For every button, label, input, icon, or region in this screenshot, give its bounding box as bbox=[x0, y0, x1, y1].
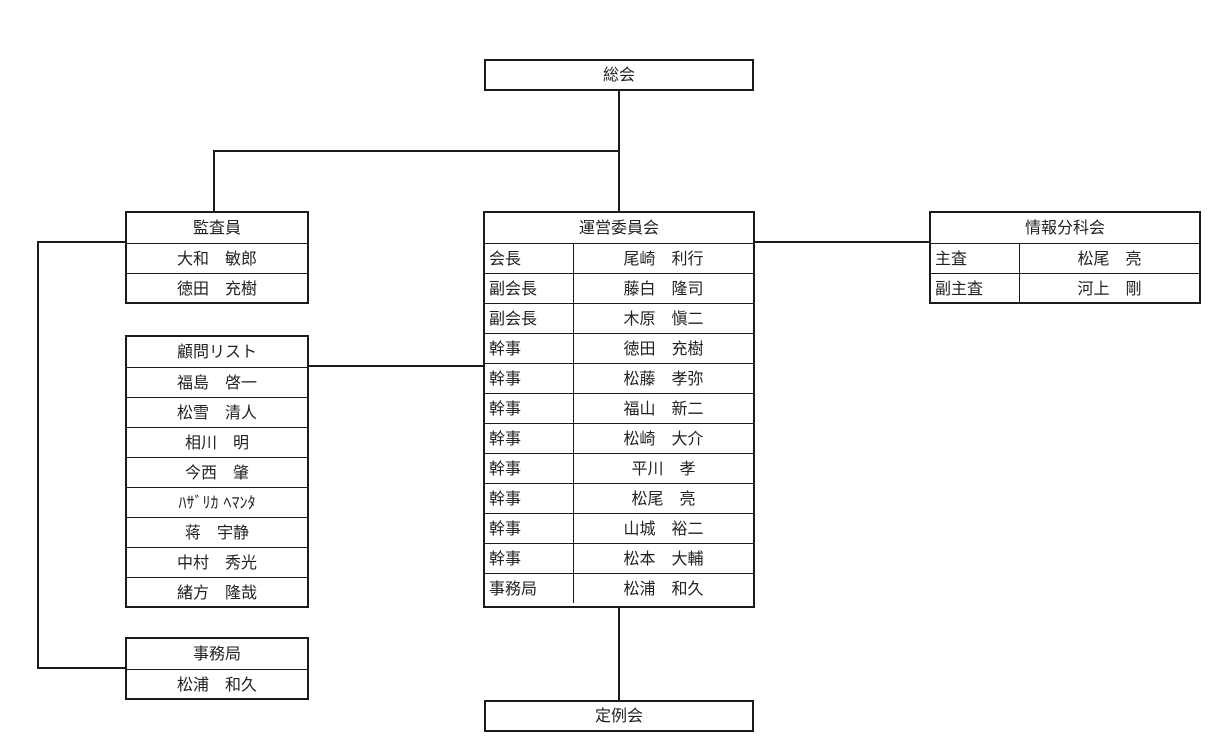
advisor-member: 緒方 隆哉 bbox=[176, 583, 257, 602]
advisors-title: 顧問リスト bbox=[176, 342, 257, 361]
committee-role: 幹事 bbox=[485, 454, 574, 483]
advisor-row: 松雪 清人 bbox=[127, 397, 307, 427]
committee-row: 幹事 徳田 充樹 bbox=[485, 333, 753, 363]
committee-row: 幹事 松藤 孝弥 bbox=[485, 363, 753, 393]
info-title: 情報分科会 bbox=[1024, 218, 1105, 237]
committee-row: 幹事 松崎 大介 bbox=[485, 423, 753, 453]
auditor-row: 大和 敏郎 bbox=[127, 243, 307, 273]
committee-row: 事務局 松浦 和久 bbox=[485, 573, 753, 603]
committee-row: 幹事 松本 大輔 bbox=[485, 543, 753, 573]
advisor-member: 相川 明 bbox=[184, 433, 249, 452]
committee-role: 副会長 bbox=[485, 304, 574, 333]
secretariat-member: 松浦 和久 bbox=[176, 675, 257, 694]
committee-row: 幹事 平川 孝 bbox=[485, 453, 753, 483]
advisor-row: 中村 秀光 bbox=[127, 547, 307, 577]
committee-member: 松尾 亮 bbox=[631, 489, 696, 508]
advisor-row: 福島 啓一 bbox=[127, 367, 307, 397]
advisor-member: 蒋 宇静 bbox=[184, 523, 249, 542]
general-assembly-title: 総会 bbox=[602, 65, 635, 84]
committee-row: 幹事 福山 新二 bbox=[485, 393, 753, 423]
committee-member: 木原 愼二 bbox=[623, 309, 704, 328]
advisor-row: 蒋 宇静 bbox=[127, 517, 307, 547]
auditor-header: 監査員 bbox=[127, 213, 307, 243]
info-role: 副主査 bbox=[931, 274, 1020, 303]
committee-member: 徳田 充樹 bbox=[623, 339, 704, 358]
committee-row: 副会長 藤白 隆司 bbox=[485, 273, 753, 303]
committee-role: 会長 bbox=[485, 244, 574, 273]
auditor-member: 大和 敏郎 bbox=[176, 249, 257, 268]
advisor-row: 緒方 隆哉 bbox=[127, 577, 307, 607]
secretariat-box: 事務局 松浦 和久 bbox=[125, 637, 309, 700]
committee-role: 幹事 bbox=[485, 544, 574, 573]
committee-member: 藤白 隆司 bbox=[623, 279, 704, 298]
committee-member: 松崎 大介 bbox=[623, 429, 704, 448]
auditor-box: 監査員 大和 敏郎 徳田 充樹 bbox=[125, 211, 309, 304]
secretariat-row: 松浦 和久 bbox=[127, 669, 307, 699]
advisor-member: 福島 啓一 bbox=[176, 373, 257, 392]
committee-member: 平川 孝 bbox=[631, 459, 696, 478]
committee-role: 事務局 bbox=[485, 574, 574, 603]
committee-member: 尾崎 利行 bbox=[623, 249, 704, 268]
line-branch-to-auditor bbox=[213, 150, 619, 212]
committee-role: 副会長 bbox=[485, 274, 574, 303]
committee-role: 幹事 bbox=[485, 364, 574, 393]
committee-role: 幹事 bbox=[485, 424, 574, 453]
advisor-member: ﾊｻﾞﾘｶ ﾍﾏﾝﾀ bbox=[178, 493, 256, 512]
committee-row: 幹事 山城 裕二 bbox=[485, 513, 753, 543]
committee-title: 運営委員会 bbox=[578, 218, 659, 237]
committee-row: 幹事 松尾 亮 bbox=[485, 483, 753, 513]
auditor-member: 徳田 充樹 bbox=[176, 279, 257, 298]
advisor-row: 相川 明 bbox=[127, 427, 307, 457]
regular-meeting-title: 定例会 bbox=[594, 706, 643, 725]
advisors-box: 顧問リスト 福島 啓一 松雪 清人 相川 明 今西 肇 ﾊｻﾞﾘｶ ﾍﾏﾝﾀ 蒋… bbox=[125, 335, 309, 608]
committee-role: 幹事 bbox=[485, 484, 574, 513]
committee-member: 山城 裕二 bbox=[623, 519, 704, 538]
regular-meeting-box: 定例会 bbox=[484, 700, 754, 732]
info-header: 情報分科会 bbox=[931, 213, 1199, 243]
advisor-row: 今西 肇 bbox=[127, 457, 307, 487]
secretariat-header: 事務局 bbox=[127, 639, 307, 669]
line-auditor-to-secretariat bbox=[37, 241, 126, 669]
info-member: 松尾 亮 bbox=[1077, 249, 1142, 268]
committee-role: 幹事 bbox=[485, 514, 574, 543]
committee-role: 幹事 bbox=[485, 334, 574, 363]
info-member: 河上 剛 bbox=[1077, 279, 1142, 298]
advisor-member: 中村 秀光 bbox=[176, 553, 257, 572]
auditor-row: 徳田 充樹 bbox=[127, 273, 307, 303]
committee-role: 幹事 bbox=[485, 394, 574, 423]
advisors-header: 顧問リスト bbox=[127, 337, 307, 367]
auditor-title: 監査員 bbox=[192, 218, 241, 237]
secretariat-title: 事務局 bbox=[192, 644, 241, 663]
committee-member: 松藤 孝弥 bbox=[623, 369, 704, 388]
committee-member: 松本 大輔 bbox=[623, 549, 704, 568]
committee-row: 会長 尾崎 利行 bbox=[485, 243, 753, 273]
committee-member: 松浦 和久 bbox=[623, 579, 704, 598]
info-row: 副主査 河上 剛 bbox=[931, 273, 1199, 303]
info-role: 主査 bbox=[931, 244, 1020, 273]
advisor-row: ﾊｻﾞﾘｶ ﾍﾏﾝﾀ bbox=[127, 487, 307, 517]
committee-row: 副会長 木原 愼二 bbox=[485, 303, 753, 333]
info-subcommittee-box: 情報分科会 主査 松尾 亮 副主査 河上 剛 bbox=[929, 211, 1201, 304]
general-assembly-box: 総会 bbox=[484, 59, 754, 91]
advisor-member: 今西 肇 bbox=[184, 463, 249, 482]
committee-member: 福山 新二 bbox=[623, 399, 704, 418]
info-row: 主査 松尾 亮 bbox=[931, 243, 1199, 273]
committee-header: 運営委員会 bbox=[485, 213, 753, 243]
steering-committee-box: 運営委員会 会長尾崎 利行 副会長藤白 隆司 副会長木原 愼二 幹事徳田 充樹 … bbox=[483, 211, 755, 608]
advisor-member: 松雪 清人 bbox=[176, 403, 257, 422]
